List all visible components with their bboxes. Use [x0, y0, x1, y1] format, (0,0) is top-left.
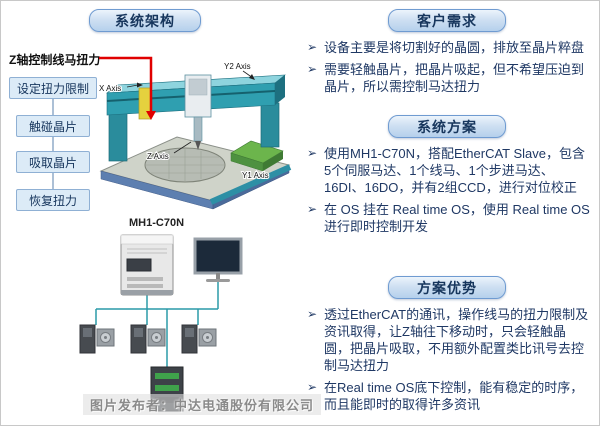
- list-item: ➢ 透过EtherCAT的通讯，操作线马的扭力限制及资讯取得，让Z轴往下移动时，…: [307, 306, 591, 374]
- list-item: ➢ 使用MH1-C70N，搭配EtherCAT Slave，包含5个伺服马达、1…: [307, 145, 591, 196]
- y1-axis-rail: [209, 164, 292, 205]
- x-axis-arrow: [126, 84, 139, 88]
- servo-drive-unit-2: [130, 324, 166, 354]
- bullet-text: 透过EtherCAT的通讯，操作线马的扭力限制及资讯取得，让Z轴往下移动时，只会…: [324, 307, 589, 373]
- monitor: [193, 237, 243, 282]
- x-axis-arrowhead: [137, 82, 143, 88]
- list-item: ➢ 设备主要是将切割好的晶圆，排放至晶片粹盘: [307, 39, 591, 56]
- solution-advantages-list: ➢ 透过EtherCAT的通讯，操作线马的扭力限制及资讯取得，让Z轴往下移动时，…: [307, 306, 591, 418]
- servo-drive-unit-3: [181, 324, 217, 354]
- flow-step-pick-chip: 吸取晶片: [16, 151, 90, 173]
- section-title-system-solution: 系统方案: [388, 115, 506, 138]
- bullet-arrow-icon: ➢: [307, 307, 318, 321]
- chip-tray: [230, 140, 284, 172]
- section-title-solution-advantages: 方案优势: [388, 276, 506, 299]
- machine-illustration: X Axis Y2 Axis Z Axis Y1 Axis: [98, 61, 292, 210]
- mh1-controller: [120, 234, 174, 296]
- z-axis-arrow: [173, 141, 192, 154]
- bullet-text: 设备主要是将切割好的晶圆，排放至晶片粹盘: [324, 40, 585, 55]
- y2-axis-arrowhead: [249, 74, 255, 80]
- bullet-arrow-icon: ➢: [307, 40, 318, 54]
- servo-drive-unit-1: [79, 324, 115, 354]
- bullet-arrow-icon: ➢: [307, 146, 318, 160]
- list-item: ➢ 在Real time OS底下控制，能有稳定的时序，而且能即时的取得许多资讯: [307, 379, 591, 413]
- flow-step-restore-torque: 恢复扭力: [16, 189, 90, 211]
- z-axis-assembly: [184, 74, 212, 150]
- list-item: ➢ 在 OS 挂在 Real time OS，使用 Real time OS进行…: [307, 201, 591, 235]
- flow-connectors-overlay: [52, 56, 156, 189]
- y2-axis-label: Y2 Axis: [224, 62, 251, 71]
- bullet-arrow-icon: ➢: [307, 62, 318, 76]
- bullet-text: 使用MH1-C70N，搭配EtherCAT Slave，包含5个伺服马达、1个线…: [324, 146, 586, 195]
- y1-axis-label: Y1 Axis: [242, 171, 269, 180]
- ethercat-network-lines: [95, 282, 219, 367]
- flow-step-touch-chip: 触碰晶片: [16, 115, 90, 137]
- x-axis-label: X Axis: [99, 84, 121, 93]
- controller-model-label: MH1-C70N: [129, 217, 185, 229]
- publisher-watermark: 图片发布者：中达电通股份有限公司: [83, 394, 322, 415]
- torque-control-red-arrow: [99, 56, 156, 120]
- controller-cluster-illustration: [79, 234, 243, 412]
- wafer: [144, 147, 226, 183]
- z-axis-torque-label: Z轴控制线马扭力: [9, 53, 101, 67]
- system-solution-list: ➢ 使用MH1-C70N，搭配EtherCAT Slave，包含5个伺服马达、1…: [307, 145, 591, 240]
- section-title-customer-needs: 客户需求: [388, 9, 506, 32]
- flow-step-set-torque-limit: 设定扭力限制: [9, 77, 97, 99]
- bullet-arrow-icon: ➢: [307, 202, 318, 216]
- bullet-text: 在Real time OS底下控制，能有稳定的时序，而且能即时的取得许多资讯: [324, 380, 584, 412]
- bullet-text: 需要轻触晶片，把晶片吸起，但不希望压迫到晶片，所以需控制马达扭力: [324, 62, 585, 94]
- customer-needs-list: ➢ 设备主要是将切割好的晶圆，排放至晶片粹盘 ➢ 需要轻触晶片，把晶片吸起，但不…: [307, 39, 591, 100]
- list-item: ➢ 需要轻触晶片，把晶片吸起，但不希望压迫到晶片，所以需控制马达扭力: [307, 61, 591, 95]
- left-section-title: 系统架构: [89, 9, 201, 32]
- bullet-arrow-icon: ➢: [307, 380, 318, 394]
- z-axis-label: Z Axis: [147, 152, 169, 161]
- bullet-text: 在 OS 挂在 Real time OS，使用 Real time OS进行即时…: [324, 202, 590, 234]
